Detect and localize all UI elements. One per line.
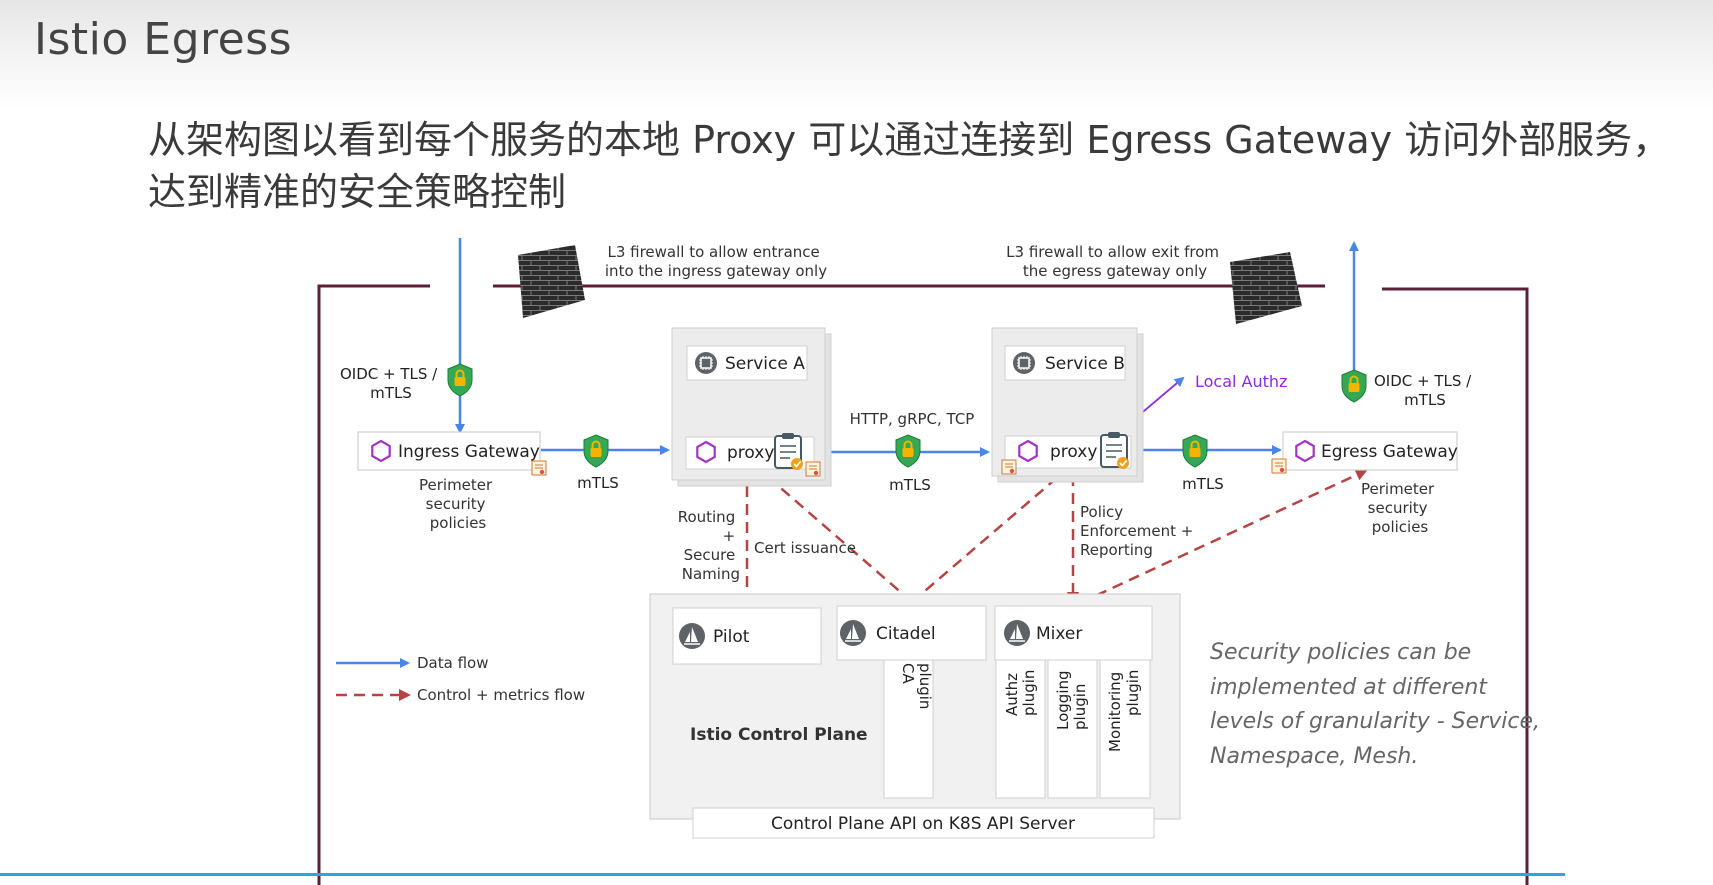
policy-enforcement-label: Policy Enforcement + Reporting [1080, 503, 1198, 559]
clipboard-icon [1100, 431, 1130, 470]
mtls-label-1: mTLS [577, 474, 619, 492]
ingress-auth-label: OIDC + TLS / mTLS [340, 365, 442, 402]
service-a-node[interactable]: Service A [686, 345, 808, 381]
shield-lock-icon [895, 434, 921, 468]
sail-icon [839, 619, 867, 647]
egress-policies-label: Perimeter security policies [1361, 480, 1439, 536]
egress-gateway-label: Egress Gateway [1321, 442, 1458, 462]
certificate-icon [531, 460, 547, 476]
brick-wall-icon-left [518, 245, 585, 318]
clipboard-icon [774, 432, 804, 471]
service-b-node[interactable]: Service B [1004, 345, 1126, 381]
legend-control-flow: Control + metrics flow [417, 686, 585, 704]
svg-text:CA: CA [899, 663, 917, 684]
mtls-label-2: mTLS [889, 476, 931, 494]
service-a-label: Service A [725, 354, 805, 374]
sail-icon [1003, 619, 1031, 647]
subtitle-line-2: 达到精准的安全策略控制 [148, 170, 567, 214]
svg-text:Control Plane API on K8S API S: Control Plane API on K8S API Server [771, 814, 1075, 834]
svg-text:Authz: Authz [1003, 673, 1021, 716]
svg-text:plugin: plugin [1124, 670, 1142, 716]
mtls-label-3: mTLS [1182, 475, 1224, 493]
certificate-icon [1271, 458, 1287, 474]
control-plane-api: Control Plane API on K8S API Server [692, 807, 1155, 839]
chip-icon [694, 351, 718, 375]
ingress-policies-label: Perimeter security policies [419, 476, 497, 532]
sail-icon [678, 622, 706, 650]
slide-subtitle: 从架构图以看到每个服务的本地 Proxy 可以通过连接到 Egress Gate… [148, 114, 1708, 218]
citadel-label: Citadel [876, 624, 936, 644]
proxy-b-node[interactable]: proxy [1004, 431, 1132, 470]
brick-wall-icon-right [1230, 252, 1302, 324]
shield-lock-icon [447, 363, 473, 397]
mixer-label: Mixer [1036, 624, 1082, 644]
svg-text:plugin: plugin [1071, 684, 1089, 730]
logging-plugin: Logging plugin [1047, 659, 1098, 799]
svg-text:Logging: Logging [1054, 670, 1072, 730]
svg-text:plugin: plugin [1020, 670, 1038, 716]
mixer-node[interactable]: Mixer [994, 605, 1153, 661]
firewall-left-label: L3 firewall to allow entrance into the i… [605, 243, 827, 280]
egress-gateway-node[interactable]: Egress Gateway [1282, 431, 1458, 471]
shield-lock-icon [583, 434, 609, 468]
local-authz-label: Local Authz [1195, 372, 1287, 391]
security-note: Security policies can be implemented at … [1210, 640, 1540, 769]
shield-lock-icon [1182, 434, 1208, 468]
firewall-right-label: L3 firewall to allow exit from the egres… [1006, 243, 1224, 280]
service-b-label: Service B [1045, 354, 1125, 374]
ingress-gateway-label: Ingress Gateway [398, 442, 540, 462]
svg-text:plugin: plugin [916, 663, 934, 709]
security-frame [317, 284, 1529, 885]
proxy-a-label: proxy [727, 443, 774, 463]
shield-lock-icon [1341, 369, 1367, 403]
proxy-b-label: proxy [1050, 442, 1097, 462]
protocols-label: HTTP, gRPC, TCP [850, 410, 975, 428]
authz-plugin: Authz plugin [995, 659, 1046, 799]
legend: Data flow Control + metrics flow [336, 654, 585, 704]
pilot-label: Pilot [713, 627, 750, 647]
svg-text:Monitoring: Monitoring [1106, 672, 1124, 752]
monitoring-plugin: Monitoring plugin [1099, 659, 1151, 799]
proxy-a-node[interactable]: proxy [685, 432, 815, 471]
control-plane-title: Istio Control Plane [690, 725, 868, 745]
slide-title: Istio Egress [34, 14, 293, 65]
pilot-node[interactable]: Pilot [672, 607, 822, 665]
chip-icon [1012, 351, 1036, 375]
bottom-accent-line [0, 873, 1565, 876]
certificate-icon [1001, 459, 1017, 475]
ca-plugin: CA plugin [883, 659, 934, 799]
certificate-icon [805, 461, 821, 477]
routing-label: Routing + Secure Naming [678, 508, 740, 583]
egress-auth-label: OIDC + TLS / mTLS [1374, 372, 1476, 409]
ingress-gateway-node[interactable]: Ingress Gateway [357, 431, 541, 471]
subtitle-line-1: 从架构图以看到每个服务的本地 Proxy 可以通过连接到 Egress Gate… [148, 118, 1671, 162]
citadel-node[interactable]: Citadel [836, 605, 987, 661]
legend-data-flow: Data flow [417, 654, 488, 672]
cert-issuance-label: Cert issuance [754, 539, 856, 557]
control-flow-arrows [741, 466, 1368, 605]
